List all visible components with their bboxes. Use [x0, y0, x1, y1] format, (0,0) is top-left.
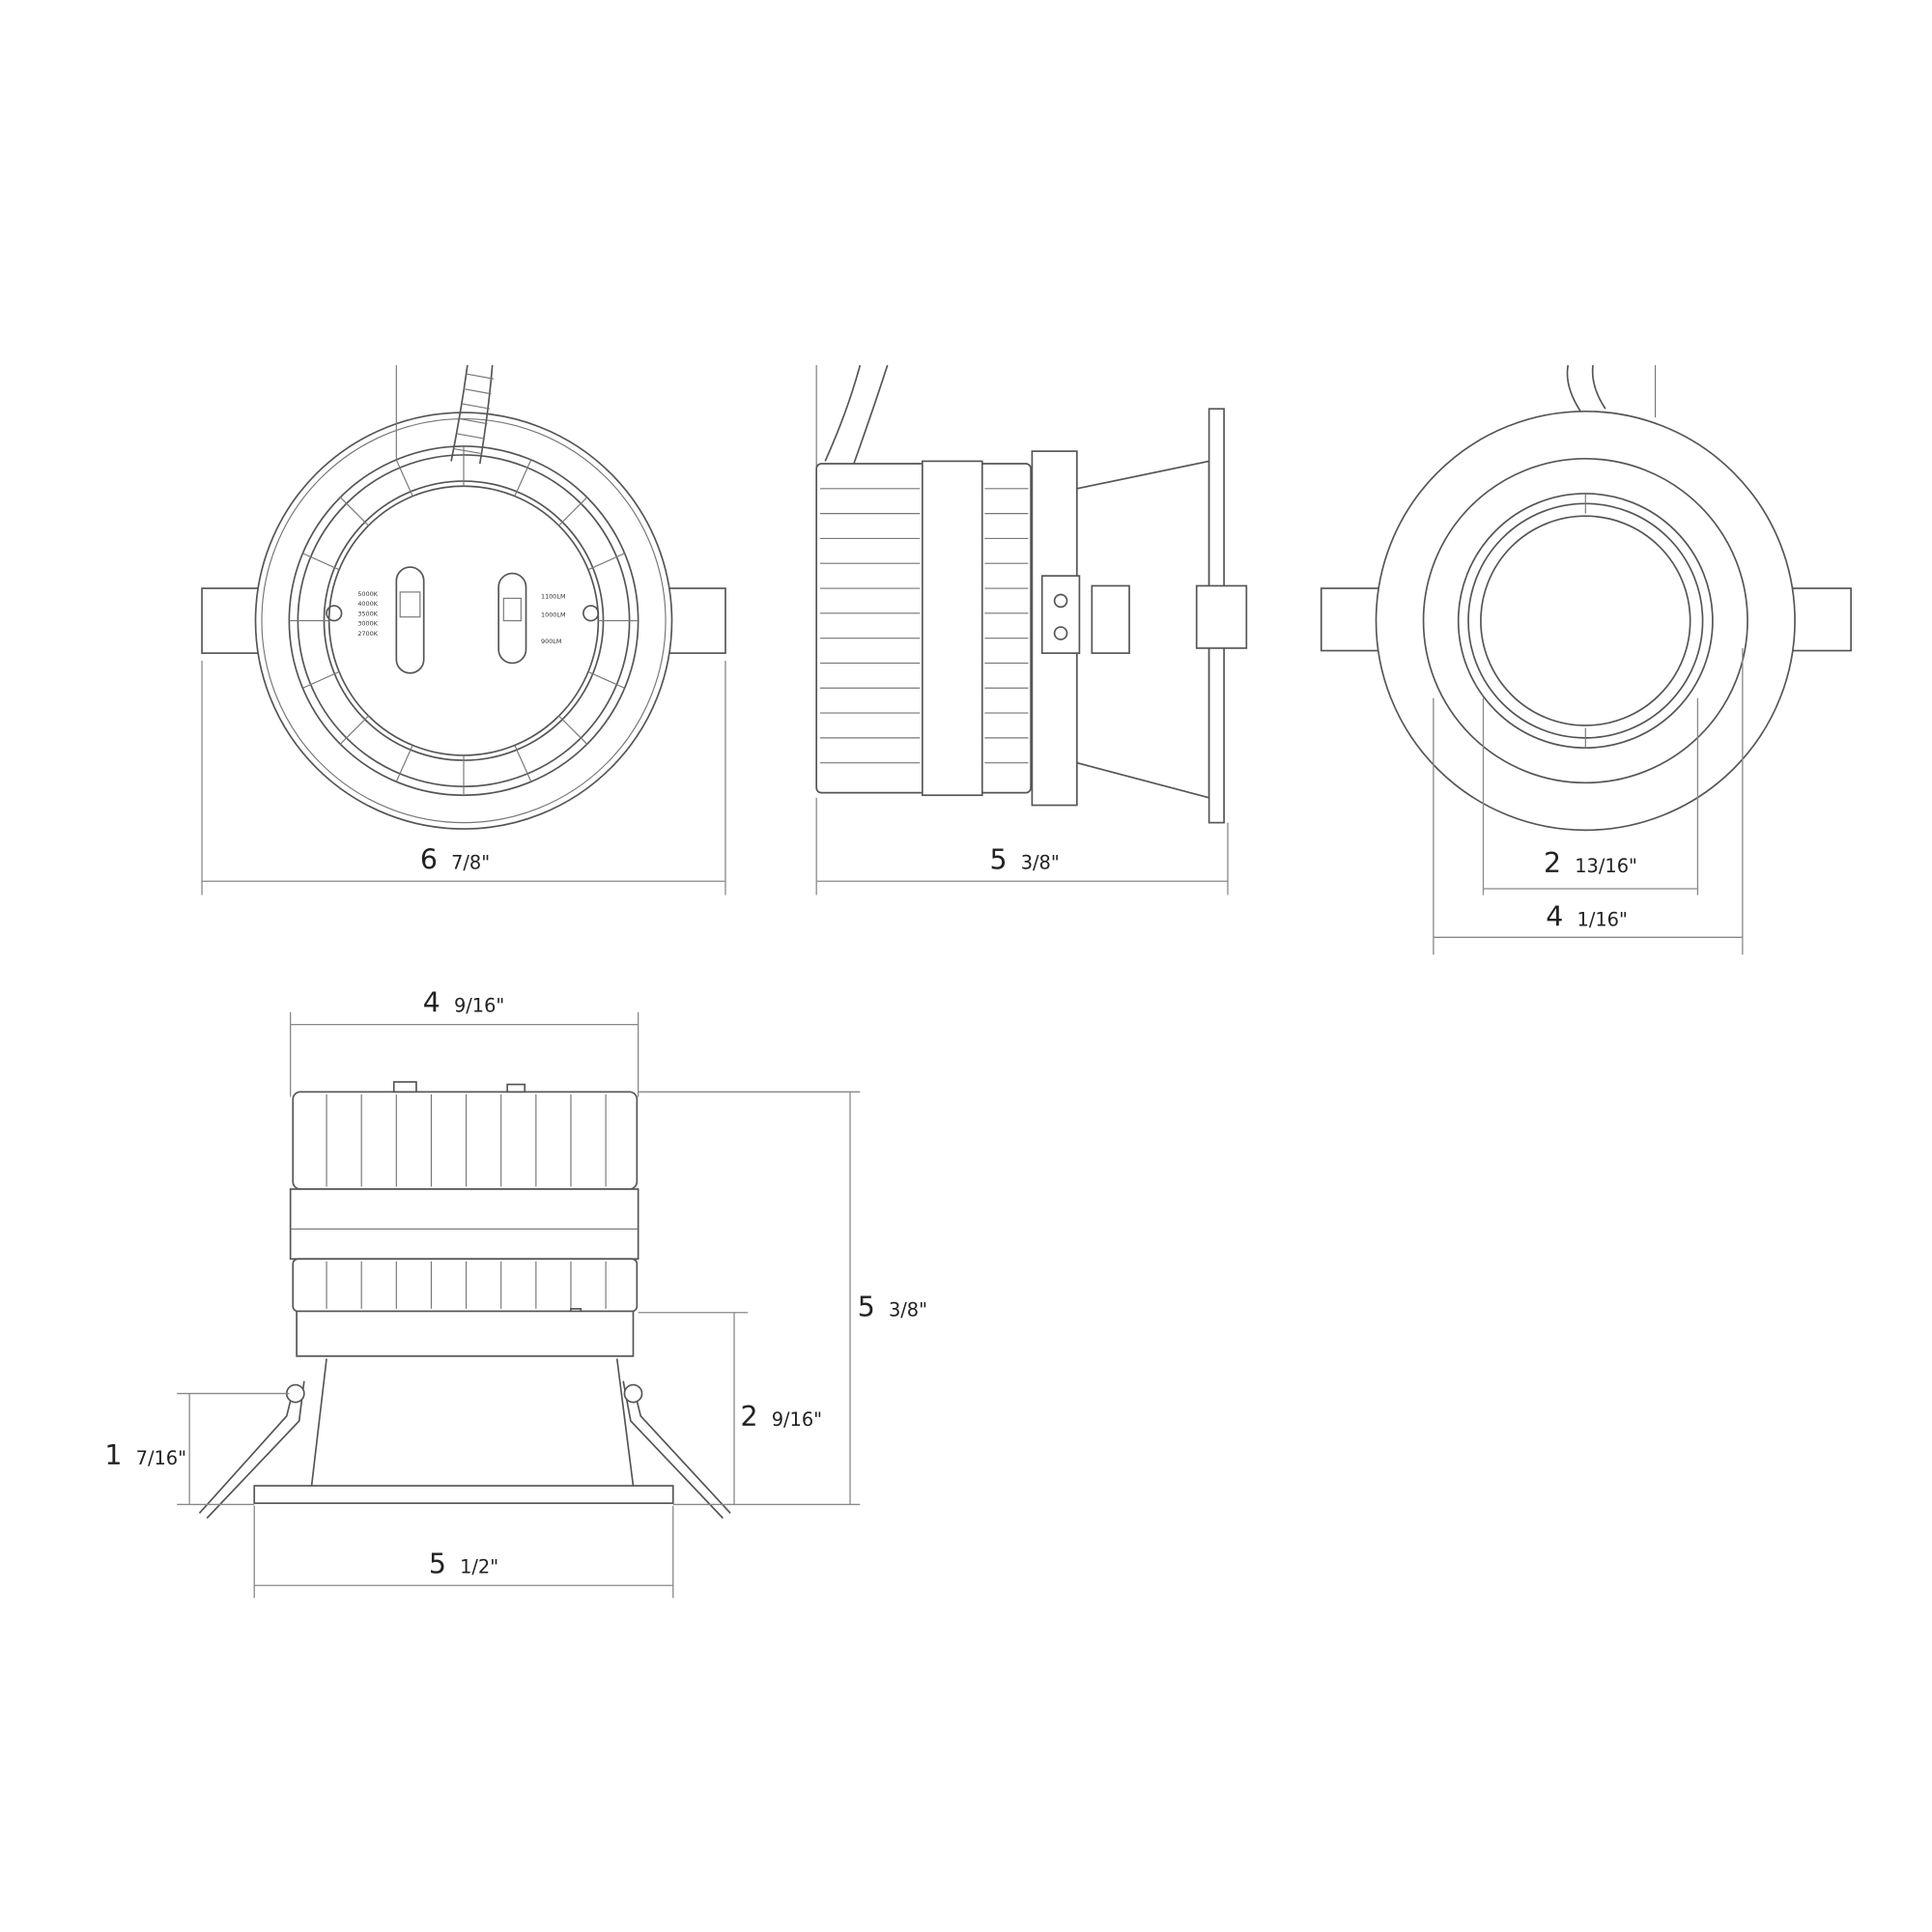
lumen-switch-labels: 1100LM 1000LM 900LM: [541, 592, 566, 644]
lens-aperture: [1480, 515, 1691, 726]
mounting-frame: [296, 1310, 635, 1357]
svg-text:1000LM: 1000LM: [541, 611, 566, 619]
flex-conduit: [450, 364, 494, 465]
svg-text:900LM: 900LM: [541, 638, 561, 645]
svg-text:1100LM: 1100LM: [541, 592, 566, 600]
upper-heatsink: [292, 1091, 639, 1190]
front-view: 2 13/16" 4 1/16": [1320, 364, 1852, 955]
dimension-label: 2 9/16": [740, 1401, 822, 1433]
elevation-view: 4 9/16": [104, 987, 927, 1599]
dimension-label: 1 7/16": [104, 1439, 186, 1471]
side-view: 5 3/8": [815, 364, 1248, 895]
screw-icon: [326, 605, 343, 622]
center-band: [922, 460, 983, 797]
left-mounting-ear: [1320, 587, 1385, 652]
cct-switch-labels: 5000K 4000K 3500K 3000K 2700K: [357, 590, 378, 638]
screw-icon: [582, 605, 600, 622]
svg-text:2700K: 2700K: [357, 630, 378, 638]
reflector: [310, 1358, 635, 1487]
dimension-label: 2 13/16": [1544, 847, 1637, 879]
dimension-label: 6 7/8": [420, 843, 490, 875]
spring-clip: [1195, 584, 1248, 649]
dimension-label: 5 3/8": [989, 843, 1059, 875]
top-view: 5000K 4000K 3500K 3000K 2700K 1100LM 100…: [201, 364, 726, 895]
dimension-label: 5 1/2": [429, 1548, 498, 1579]
cct-switch: [395, 566, 425, 674]
flex-conduit: [824, 364, 889, 465]
heatsink-fins: [289, 445, 639, 796]
svg-text:5000K: 5000K: [357, 590, 378, 598]
lumen-switch: [497, 572, 527, 665]
left-mounting-ear: [201, 587, 266, 654]
center-band: [289, 1188, 639, 1261]
flex-conduit: [1566, 364, 1606, 412]
outer-trim-ring: [1375, 410, 1796, 832]
svg-text:3000K: 3000K: [357, 620, 378, 628]
lower-heatsink: [292, 1258, 639, 1313]
right-mounting-ear: [1787, 587, 1852, 652]
dimension-label: 5 3/8": [858, 1292, 927, 1323]
dimension-label: 4 9/16": [423, 987, 505, 1019]
connector: [1091, 584, 1130, 654]
clip-bracket: [1040, 575, 1081, 654]
trim-ring: [253, 1485, 674, 1504]
svg-text:4000K: 4000K: [357, 600, 378, 608]
right-mounting-ear: [662, 587, 726, 654]
dimension-label: 4 1/16": [1546, 901, 1628, 933]
svg-text:3500K: 3500K: [357, 610, 378, 617]
